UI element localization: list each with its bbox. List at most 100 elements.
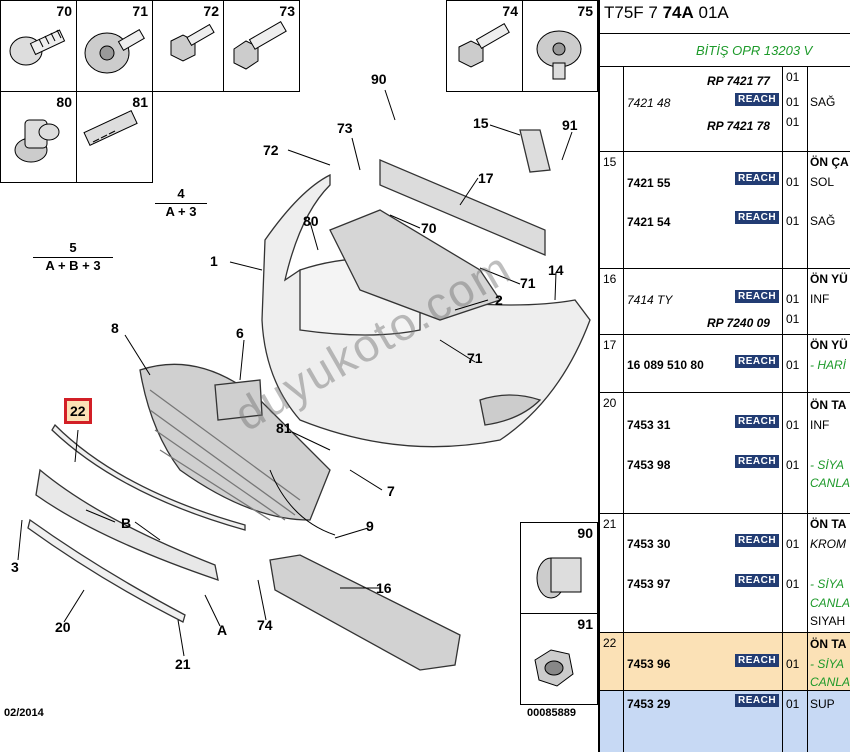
- ref: 7453 30: [627, 537, 671, 551]
- hex-nut-icon: [534, 649, 574, 687]
- header-bold: 74A: [662, 3, 694, 22]
- callout-16: 16: [376, 580, 392, 596]
- reach-badge: REACH: [735, 172, 780, 185]
- callout-A: A: [217, 622, 228, 638]
- reach-badge: REACH: [735, 93, 780, 106]
- callout-17: 17: [478, 170, 494, 186]
- callout-90: 90: [371, 71, 387, 87]
- ref: 7453 98: [627, 458, 671, 472]
- callout-2: 2: [495, 292, 503, 308]
- callout-74: 74: [257, 617, 273, 633]
- desc: SAĞ: [810, 214, 836, 228]
- cell-number: 75: [577, 3, 593, 19]
- qty: 01: [786, 657, 800, 671]
- cell-71: 71: [76, 0, 153, 92]
- desc-head: ÖN TA: [810, 637, 847, 651]
- reach-badge: REACH: [735, 534, 780, 547]
- flange-bolt-icon: [458, 22, 510, 68]
- reach-badge: REACH: [735, 694, 780, 707]
- callout-70: 70: [421, 220, 437, 236]
- callout-20: 20: [55, 619, 71, 635]
- qty: 01: [786, 577, 800, 591]
- formula-5-bottom: A + B + 3: [33, 257, 113, 273]
- qty: 01: [786, 537, 800, 551]
- desc: - SİYA: [810, 458, 845, 472]
- callout-91: 91: [562, 117, 578, 133]
- table-row: [600, 393, 850, 514]
- ref-a: RP 7421 77: [707, 74, 770, 88]
- desc: - SİYA: [810, 577, 845, 591]
- ref: 16 089 510 80: [627, 358, 704, 372]
- header-prefix: T75F 7: [604, 3, 663, 22]
- cell-number: 90: [577, 525, 593, 541]
- qty: 01: [786, 70, 800, 84]
- table-header: T75F 7 74A 01A: [600, 0, 850, 33]
- callout-21: 21: [175, 656, 191, 672]
- cell-91: 91: [520, 613, 598, 705]
- parts-diagram: 70 71 72 73 80: [0, 0, 598, 719]
- cell-number: 72: [203, 3, 219, 19]
- parts-table: T75F 7 74A 01A BİTİŞ OPR 13203 V RP 7421…: [598, 0, 850, 752]
- ref: 7453 29: [627, 697, 671, 711]
- callout-73: 73: [337, 120, 353, 136]
- ref-main: 7414 TY: [627, 293, 673, 307]
- qty: 01: [786, 458, 800, 472]
- column-divider: [623, 67, 624, 752]
- qty: 01: [786, 312, 800, 326]
- callout-6: 6: [236, 325, 244, 341]
- callout-15: 15: [473, 115, 489, 131]
- reach-badge: REACH: [735, 574, 780, 587]
- reach-badge: REACH: [735, 455, 780, 468]
- retainer-clip-icon: [83, 110, 138, 147]
- row-number: 17: [603, 338, 617, 352]
- row-number: 20: [603, 396, 617, 410]
- date-stamp: 02/2014: [4, 707, 44, 719]
- table-row: [600, 269, 850, 335]
- desc-head: ÖN YÜ: [810, 338, 848, 352]
- callout-22-highlight[interactable]: 22: [64, 398, 92, 424]
- desc: CANLA: [810, 476, 850, 490]
- ref: 7453 96: [627, 657, 671, 671]
- qty: 01: [786, 292, 800, 306]
- desc: SUP: [810, 697, 835, 711]
- desc: SAĞ: [810, 95, 836, 109]
- reach-badge: REACH: [735, 355, 780, 368]
- ref: 7421 54: [627, 215, 671, 229]
- cell-number: 73: [279, 3, 295, 19]
- desc: INF: [810, 418, 830, 432]
- desc-head: ÖN ÇA: [810, 155, 849, 169]
- reach-badge: REACH: [735, 654, 780, 667]
- row-number: 16: [603, 272, 617, 286]
- callout-8: 8: [111, 320, 119, 336]
- push-rivet-icon: [536, 30, 582, 80]
- desc-head: ÖN TA: [810, 398, 847, 412]
- cell-number: 81: [132, 94, 148, 110]
- callout-B: B: [121, 515, 132, 531]
- cell-74: 74: [446, 0, 523, 92]
- callout-1: 1: [210, 253, 218, 269]
- cell-75: 75: [522, 0, 598, 92]
- formula-4-top: 4: [177, 186, 185, 201]
- table-row: [600, 67, 850, 152]
- row-number: 22: [603, 636, 617, 650]
- desc-head: ÖN YÜ: [810, 272, 848, 286]
- cell-73: 73: [223, 0, 300, 92]
- callout-80: 80: [303, 213, 319, 229]
- flange-screw-icon: [84, 28, 145, 74]
- column-divider: [782, 67, 783, 752]
- ref: 7421 55: [627, 176, 671, 190]
- reference-stamp: 00085889: [527, 707, 576, 719]
- ref: 7453 97: [627, 577, 671, 591]
- qty: 01: [786, 358, 800, 372]
- exploded-bumper-drawing: [17, 89, 591, 671]
- bolt-icon: [233, 20, 287, 70]
- callout-7: 7: [387, 483, 395, 499]
- row-highlight-sup: [600, 691, 850, 752]
- formula-5-top: 5: [69, 240, 77, 255]
- callout-72: 72: [263, 142, 279, 158]
- cell-70: 70: [0, 0, 77, 92]
- cell-number: 80: [56, 94, 72, 110]
- desc-head: ÖN TA: [810, 517, 847, 531]
- ref-b: RP 7240 09: [707, 316, 770, 330]
- desc: KROM: [810, 537, 846, 551]
